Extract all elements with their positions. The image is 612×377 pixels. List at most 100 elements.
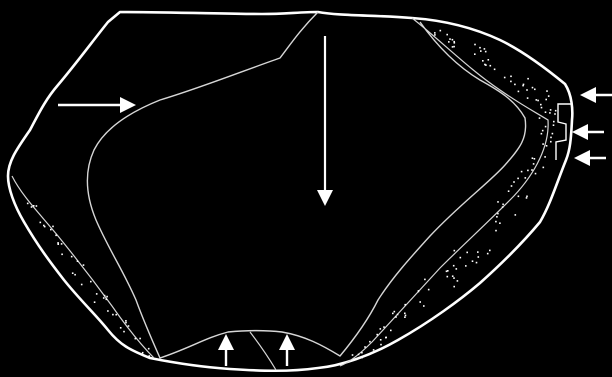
stipple-dot	[502, 204, 504, 206]
stipple-dot	[539, 117, 541, 119]
stipple-dot	[125, 322, 127, 324]
stipple-dot	[125, 320, 127, 322]
stipple-dot	[545, 111, 547, 113]
stipple-dot	[499, 222, 501, 224]
stipple-dot	[452, 39, 454, 41]
stipple-dot	[81, 284, 83, 286]
outer-outline	[8, 12, 572, 371]
stipple-dot	[552, 133, 554, 135]
stipple-dot	[148, 348, 150, 350]
stipple-dot	[542, 143, 544, 145]
stipple-dot	[497, 213, 499, 215]
stipple-dot	[404, 304, 406, 306]
stipple-dot	[514, 84, 516, 86]
stipple-dot	[534, 89, 536, 91]
stipple-dot	[55, 235, 57, 237]
stipple-dot	[77, 260, 79, 262]
stipple-dot	[553, 124, 555, 126]
stipple-dot	[474, 44, 476, 46]
stipple-dot	[510, 81, 512, 83]
stipple-dot	[453, 265, 455, 267]
stipple-dot	[428, 289, 430, 291]
stipple-dot	[525, 177, 527, 179]
stipple-dot	[526, 197, 528, 199]
stipple-dot	[540, 104, 542, 106]
stipple-dot	[94, 301, 96, 303]
stipple-dot	[487, 253, 489, 255]
stipple-dot	[369, 341, 371, 343]
stipple-dot	[453, 41, 455, 43]
stipple-dot	[418, 291, 420, 293]
stipple-dot	[526, 196, 528, 198]
stipple-dot	[352, 354, 354, 356]
stipple-dot	[490, 65, 492, 67]
stipple-dot	[542, 130, 544, 132]
stipple-dot	[532, 87, 534, 89]
stipple-dot	[139, 338, 141, 340]
stipple-dot	[495, 221, 497, 223]
stipple-dot	[548, 95, 550, 97]
stipple-dot	[380, 339, 382, 341]
stipple-dot	[518, 91, 520, 93]
stipple-dot	[452, 46, 454, 48]
stipple-dot	[477, 251, 479, 253]
stipple-dot	[380, 344, 382, 346]
stipple-dot	[449, 38, 451, 40]
stipple-dot	[424, 279, 426, 281]
stipple-dot	[510, 76, 512, 78]
stipple-dot	[52, 226, 54, 228]
stipple-dot	[478, 256, 480, 258]
stipple-dot	[472, 260, 474, 262]
stipple-dot	[61, 243, 63, 245]
stipple-dot	[527, 170, 529, 172]
stipple-dot	[474, 53, 476, 55]
stipple-dot	[394, 311, 396, 313]
stipple-dot	[541, 133, 543, 135]
stipple-dot	[373, 349, 375, 351]
stipple-dot	[434, 34, 436, 36]
stipple-dot	[142, 352, 144, 354]
stipple-dot	[489, 250, 491, 252]
stipple-dot	[135, 338, 137, 340]
stipple-dot	[434, 32, 436, 34]
stipple-dot	[50, 229, 52, 231]
stipple-dot	[534, 158, 536, 160]
stipple-dot	[453, 277, 455, 279]
stipple-dot	[71, 256, 73, 258]
stipple-dot	[112, 314, 114, 316]
left-wall-line	[12, 176, 154, 358]
stipple-dot	[521, 171, 523, 173]
stipple-dot	[513, 181, 515, 183]
stipple-dot	[543, 167, 545, 169]
stipple-dot	[526, 89, 528, 91]
stipple-dot	[515, 214, 517, 216]
stipple-dot	[447, 276, 449, 278]
stipple-dot	[549, 112, 551, 114]
stipple-dot	[447, 270, 449, 272]
stipple-dot	[527, 78, 529, 80]
stipple-dot	[550, 137, 552, 139]
stipple-dot	[494, 69, 496, 71]
stipple-dot	[453, 286, 455, 288]
stipple-dot	[397, 314, 399, 316]
stipple-dot	[457, 280, 459, 282]
stipple-dot	[545, 99, 547, 101]
stipple-dots	[27, 30, 557, 359]
stipple-dot	[358, 354, 360, 356]
stipple-dot	[392, 313, 394, 315]
stipple-dot	[476, 262, 478, 264]
stipple-dot	[128, 325, 130, 327]
stipple-dot	[74, 274, 76, 276]
stipple-dot	[107, 310, 109, 312]
stipple-dot	[485, 64, 487, 66]
stipple-dot	[550, 141, 552, 143]
stipple-dot	[61, 254, 63, 256]
stipple-dot	[405, 315, 407, 317]
stipple-dot	[522, 85, 524, 87]
stipple-dot	[452, 275, 454, 277]
stipple-dot	[106, 296, 108, 298]
stipple-dot	[385, 337, 387, 339]
stipple-dot	[90, 281, 92, 283]
stipple-dot	[120, 327, 122, 329]
